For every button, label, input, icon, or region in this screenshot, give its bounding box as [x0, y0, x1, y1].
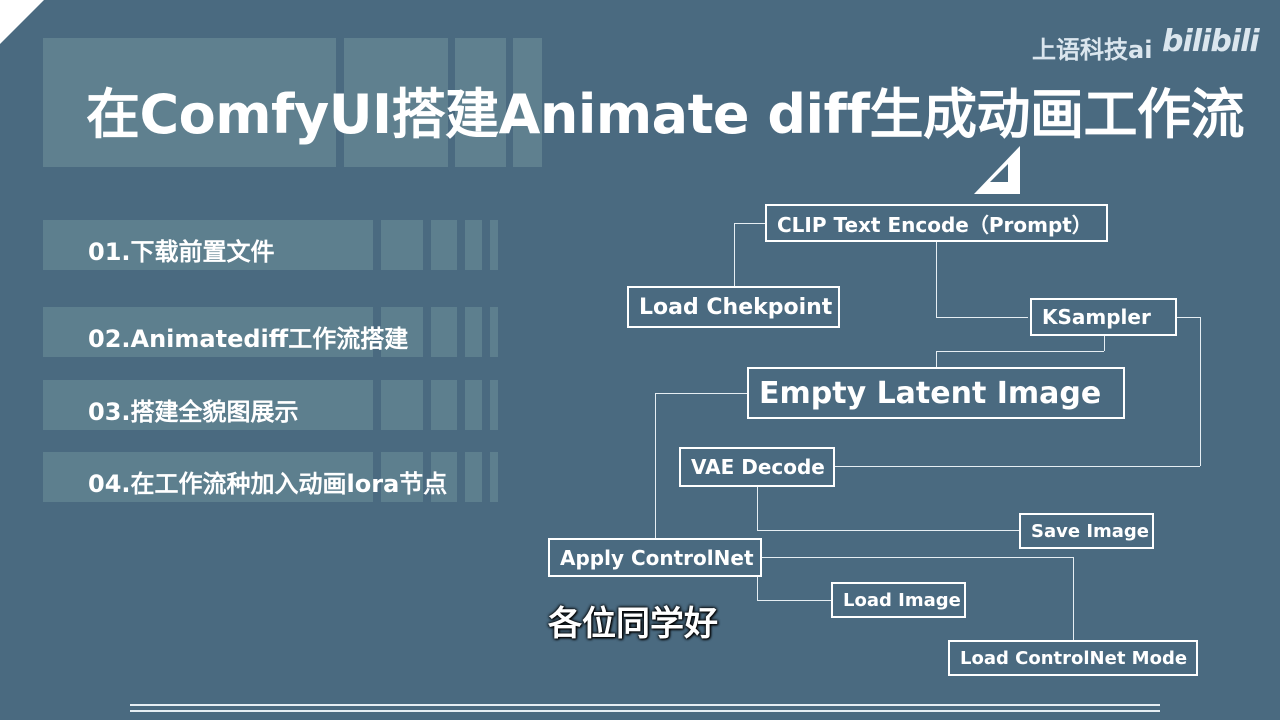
connector-line — [734, 223, 735, 287]
node-save-image: Save Image — [1019, 513, 1154, 549]
menu-bar-segment — [381, 380, 423, 430]
connector-line — [757, 530, 1019, 531]
node-vae-decode: VAE Decode — [679, 447, 835, 487]
brand-name: 上语科技ai — [1032, 36, 1153, 64]
menu-label-3: 03.搭建全貌图展示 — [88, 398, 299, 426]
connector-line — [834, 466, 1200, 467]
connector-line — [655, 393, 656, 538]
menu-label-2: 02.Animatediff工作流搭建 — [88, 325, 409, 353]
bottom-rule — [130, 710, 1160, 712]
menu-bar-segment — [431, 220, 457, 270]
menu-bar-segment — [43, 380, 373, 430]
menu-label-4: 04.在工作流种加入动画lora节点 — [88, 470, 448, 498]
video-subtitle: 各位同学好 — [548, 604, 718, 644]
menu-bar-segment — [490, 220, 498, 270]
connector-line — [1177, 317, 1200, 318]
menu-bar-segment — [490, 380, 498, 430]
connector-line — [655, 393, 747, 394]
menu-bar-segment — [490, 307, 498, 357]
connector-line — [936, 241, 937, 317]
node-ksampler: KSampler — [1030, 298, 1177, 336]
node-load-image: Load Image — [831, 582, 966, 618]
connector-line — [1073, 557, 1074, 640]
node-load-checkpoint: Load Chekpoint — [627, 286, 840, 328]
title-block-2 — [344, 38, 448, 167]
title-block-3 — [455, 38, 506, 167]
menu-bar-segment — [43, 452, 373, 502]
corner-decoration — [0, 0, 44, 44]
node-load-controlnet-model: Load ControlNet Mode — [948, 640, 1198, 676]
node-apply-controlnet: Apply ControlNet — [548, 538, 762, 577]
menu-bar-segment — [43, 307, 373, 357]
menu-bar-segment — [381, 307, 423, 357]
menu-bar-segment — [381, 452, 423, 502]
connector-line — [936, 351, 1104, 352]
node-empty-latent-image: Empty Latent Image — [747, 367, 1125, 419]
menu-bar-segment — [465, 220, 482, 270]
connector-line — [936, 317, 1028, 318]
menu-bar-segment — [381, 220, 423, 270]
menu-bar-segment — [431, 380, 457, 430]
menu-bar-segment — [465, 380, 482, 430]
node-clip-text-encode: CLIP Text Encode（Prompt） — [765, 204, 1108, 242]
connector-line — [757, 600, 831, 601]
connector-line — [757, 576, 758, 600]
menu-bar-segment — [431, 452, 457, 502]
menu-bar-segment — [490, 452, 498, 502]
bilibili-logo: bilibili — [1162, 24, 1260, 59]
menu-bar-segment — [465, 307, 482, 357]
connector-line — [936, 351, 937, 367]
connector-line — [1200, 317, 1201, 466]
connector-line — [757, 485, 758, 530]
connector-line — [762, 557, 1073, 558]
title-block-4 — [513, 38, 542, 167]
menu-bar-segment — [43, 220, 373, 270]
menu-label-1: 01.下载前置文件 — [88, 238, 275, 266]
title-block-main — [43, 38, 336, 167]
bottom-rule — [130, 704, 1160, 706]
connector-line — [1104, 335, 1105, 351]
corner-arrow-icon — [974, 146, 1020, 194]
connector-line — [734, 223, 766, 224]
menu-bar-segment — [465, 452, 482, 502]
menu-bar-segment — [431, 307, 457, 357]
page-title: 在ComfyUI搭建Animate diff生成动画工作流 — [86, 83, 1244, 146]
